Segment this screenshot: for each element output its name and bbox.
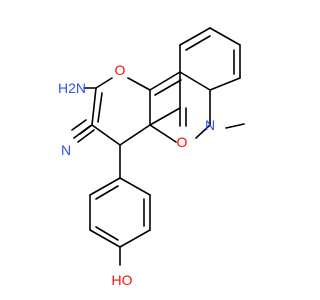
bond (71, 119, 87, 131)
atom-label-ring-oxygen: O (115, 62, 126, 78)
bond (119, 177, 151, 196)
bond (119, 124, 151, 146)
atom-label-nh2: H2N (58, 80, 86, 96)
bond (209, 77, 241, 91)
atom-label-carbonyl-oxygen: O (177, 134, 188, 150)
atom-label-ring-nitrogen: N (205, 117, 215, 133)
bond (149, 107, 181, 126)
bond (91, 87, 97, 126)
bond (73, 125, 91, 139)
bond (89, 177, 121, 196)
bond (209, 27, 241, 46)
bond (95, 77, 113, 89)
bond (154, 79, 182, 96)
bond (95, 185, 119, 200)
bond (225, 123, 245, 129)
atom-label-hydroxyl: HO (112, 272, 133, 288)
bond (179, 71, 211, 91)
bond (91, 124, 121, 146)
bond (95, 226, 119, 241)
molecule-drawing: H2N O N N O HO (58, 27, 245, 288)
bond (179, 27, 211, 46)
atom-label-nitrile-nitrogen: N (61, 142, 71, 158)
bond (97, 92, 103, 123)
bond (119, 229, 151, 248)
bond (195, 124, 211, 139)
structure-canvas: H2N O N N O HO (58, 27, 245, 288)
bond (185, 35, 211, 51)
bond (149, 124, 177, 143)
bond (89, 229, 121, 248)
bond (77, 129, 95, 143)
bond (127, 77, 151, 91)
bond (149, 71, 181, 91)
